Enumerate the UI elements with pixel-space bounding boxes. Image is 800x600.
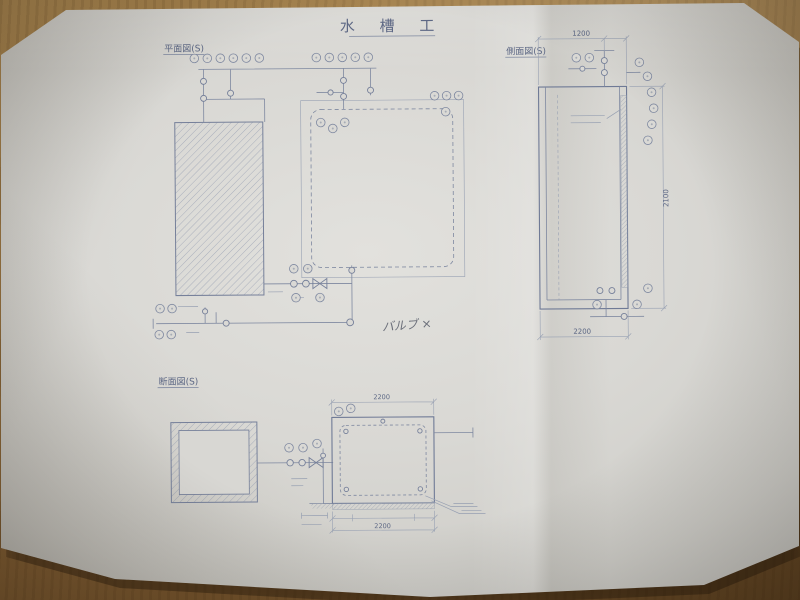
- section-tank-right-dashed: [339, 424, 427, 496]
- plan-view: 平面図(S): [152, 43, 466, 333]
- side-dim-bottom: 2200: [573, 328, 591, 336]
- side-dim-top: 1200: [572, 30, 590, 38]
- section-tank-left-interior: [178, 429, 250, 495]
- side-micro-notes: [570, 109, 621, 124]
- side-dim-right: 2100: [662, 189, 670, 207]
- side-tank-walls: [545, 86, 622, 301]
- section-valve-icon: [308, 456, 317, 469]
- handwritten-note: バルブ ×: [381, 316, 432, 334]
- plan-valve-icon: [319, 277, 328, 290]
- plan-micro-notes: [178, 291, 304, 333]
- side-view: 側面図(S) 1200 2100 2200: [505, 30, 670, 341]
- section-view: 断面図(S) 2200 2200: [157, 375, 486, 534]
- side-tank-outer: [537, 85, 629, 310]
- drawing-title: 水 槽 工: [340, 17, 445, 36]
- section-dim-bottom: 2200: [374, 522, 391, 530]
- plan-view-label: 平面図(S): [164, 43, 204, 54]
- pipe-fittings: [200, 57, 628, 493]
- section-ground-hatch: [332, 502, 435, 510]
- section-valve-icon: [315, 456, 324, 469]
- section-outlet-pipe: [433, 427, 474, 438]
- plan-valve-icon: [312, 277, 321, 290]
- side-insulation-hatch: [620, 95, 629, 288]
- side-view-label: 側面図(S): [506, 45, 546, 57]
- section-view-label: 断面図(S): [159, 375, 199, 387]
- title-underline: [349, 35, 436, 37]
- plan-tank-outline: [300, 99, 466, 278]
- plan-tank-dashed: [310, 108, 455, 268]
- section-pipe-base-hatch: [311, 503, 336, 509]
- side-overflow-pipe: [557, 94, 560, 300]
- section-dim-top: 2200: [373, 393, 390, 401]
- leader-balloons: [154, 52, 659, 453]
- section-micro-notes: [291, 478, 486, 526]
- side-piping-bottom: [590, 299, 645, 318]
- plan-tank-hatched: [174, 121, 265, 297]
- section-dim-lines: [328, 398, 438, 534]
- side-dim-lines: [534, 35, 668, 341]
- title-block: 水 槽 工: [340, 17, 445, 37]
- plan-piping-top: [198, 67, 377, 123]
